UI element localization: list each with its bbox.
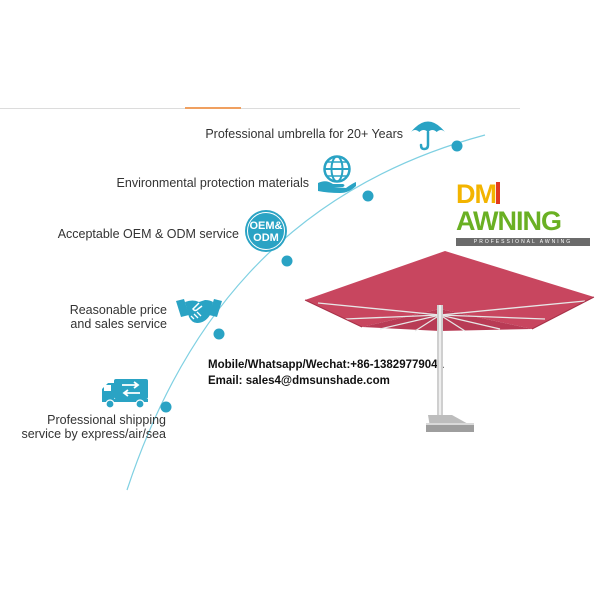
feature-eco-materials: Environmental protection materials (117, 176, 309, 190)
logo-wordmark: DMAWNING (456, 181, 600, 235)
delivery-truck-icon (102, 379, 148, 409)
timeline-arc (126, 134, 486, 491)
globe-hand-icon (318, 155, 356, 193)
top-divider-accent (185, 107, 241, 109)
feature-label: Acceptable OEM & ODM service (57, 227, 239, 241)
timeline-dot (281, 255, 293, 267)
timeline-dot (451, 140, 463, 152)
handshake-icon (176, 299, 222, 323)
feature-shipping: Professional shipping service by express… (21, 413, 166, 441)
timeline-dot (160, 401, 172, 413)
timeline-dot (213, 328, 225, 340)
feature-label-line1: Reasonable price (69, 303, 167, 317)
logo-bar (496, 182, 500, 204)
feature-umbrella-years: Professional umbrella for 20+ Years (205, 127, 403, 141)
timeline-dot (362, 190, 374, 202)
logo-part-awning: AWNING (456, 206, 562, 236)
top-divider (0, 108, 520, 109)
badge-line2: ODM (253, 232, 279, 244)
umbrella-icon (411, 121, 445, 151)
brand-logo: DMAWNING PROFESSIONAL AWNING (456, 181, 600, 246)
oem-odm-badge-icon: OEM& ODM (245, 210, 287, 252)
logo-tagline: PROFESSIONAL AWNING (456, 238, 590, 246)
contact-email: Email: sales4@dmsunshade.com (208, 375, 390, 387)
patio-umbrella-image (304, 251, 595, 432)
feature-label: Environmental protection materials (116, 176, 309, 190)
contact-phone: Mobile/Whatsapp/Wechat:+86-13829779041 (208, 359, 444, 371)
badge-line1: OEM& (250, 220, 283, 232)
feature-label: Professional umbrella for 20+ Years (205, 127, 403, 141)
feature-label-line1: Professional shipping (47, 413, 166, 427)
canopy-top (305, 251, 594, 329)
feature-oem-odm: Acceptable OEM & ODM service (58, 227, 239, 241)
feature-label-line2: and sales service (70, 317, 167, 331)
feature-price-service: Reasonable price and sales service (70, 303, 167, 331)
feature-label-line2: service by express/air/sea (21, 427, 166, 441)
logo-part-dm: DM (456, 179, 497, 209)
